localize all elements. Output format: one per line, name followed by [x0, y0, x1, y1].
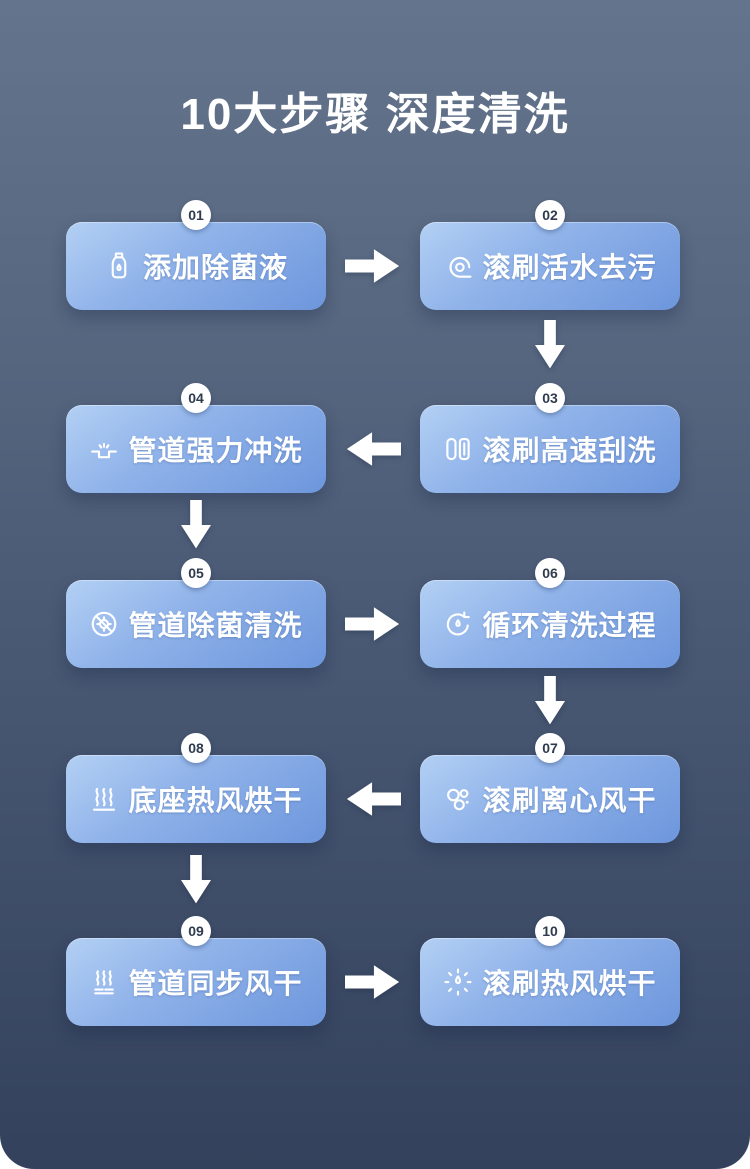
- page-title: 10大步骤 深度清洗: [180, 90, 570, 139]
- step-number-badge: 03: [535, 383, 565, 413]
- roller-icon: [443, 251, 473, 281]
- step-number: 10: [542, 923, 558, 939]
- step-label: 滚刷活水去污: [482, 252, 657, 283]
- step-card-01: 01 添加除菌液: [66, 200, 326, 310]
- step-number: 08: [188, 740, 204, 756]
- cycle-icon: [443, 609, 473, 639]
- centrifugal-icon: [443, 784, 473, 814]
- step-number-badge: 04: [181, 383, 211, 413]
- step-number-badge: 05: [181, 558, 211, 588]
- step-label: 管道同步风干: [128, 968, 303, 999]
- step-number-badge: 08: [181, 733, 211, 763]
- arrow-right-icon: [345, 963, 401, 1001]
- step-card-03: 03 滚刷高速刮洗: [420, 383, 680, 493]
- step-number: 05: [188, 565, 204, 581]
- step-card-10: 10 滚刷热风烘干: [420, 916, 680, 1026]
- step-number-badge: 09: [181, 916, 211, 946]
- step-number-badge: 02: [535, 200, 565, 230]
- step-card-08: 08 底座热风烘干: [66, 733, 326, 843]
- step-label: 滚刷高速刮洗: [482, 435, 657, 466]
- step-card-04: 04 管道强力冲洗: [66, 383, 326, 493]
- step-label: 滚刷离心风干: [482, 785, 657, 816]
- step-number: 01: [188, 207, 204, 223]
- step-number: 07: [542, 740, 558, 756]
- step-label: 循环清洗过程: [482, 610, 657, 641]
- no-germ-icon: [89, 609, 119, 639]
- bottle-icon: [104, 251, 134, 281]
- step-label: 滚刷热风烘干: [482, 968, 657, 999]
- arrow-left-icon: [345, 780, 401, 818]
- step-label: 添加除菌液: [142, 252, 288, 283]
- step-label: 管道除菌清洗: [128, 610, 303, 641]
- step-number-badge: 06: [535, 558, 565, 588]
- steam-icon: [89, 967, 119, 997]
- step-number-badge: 10: [535, 916, 565, 946]
- arrow-down-icon: [178, 500, 214, 550]
- step-card-06: 06 循环清洗过程: [420, 558, 680, 668]
- step-number: 03: [542, 390, 558, 406]
- step-number: 09: [188, 923, 204, 939]
- heat-icon: [89, 784, 119, 814]
- arrow-left-icon: [345, 430, 401, 468]
- step-number-badge: 01: [181, 200, 211, 230]
- step-card-02: 02 滚刷活水去污: [420, 200, 680, 310]
- step-label: 管道强力冲洗: [128, 435, 303, 466]
- hot-air-icon: [443, 967, 473, 997]
- brush-icon: [443, 434, 473, 464]
- arrow-down-icon: [178, 855, 214, 905]
- step-number: 04: [188, 390, 204, 406]
- step-label: 底座热风烘干: [128, 785, 303, 816]
- step-card-09: 09 管道同步风干: [66, 916, 326, 1026]
- arrow-down-icon: [532, 676, 568, 726]
- step-number-badge: 07: [535, 733, 565, 763]
- pipe-icon: [89, 434, 119, 464]
- step-card-05: 05 管道除菌清洗: [66, 558, 326, 668]
- arrow-down-icon: [532, 320, 568, 370]
- arrow-right-icon: [345, 247, 401, 285]
- arrow-right-icon: [345, 605, 401, 643]
- step-card-07: 07 滚刷离心风干: [420, 733, 680, 843]
- step-number: 06: [542, 565, 558, 581]
- step-number: 02: [542, 207, 558, 223]
